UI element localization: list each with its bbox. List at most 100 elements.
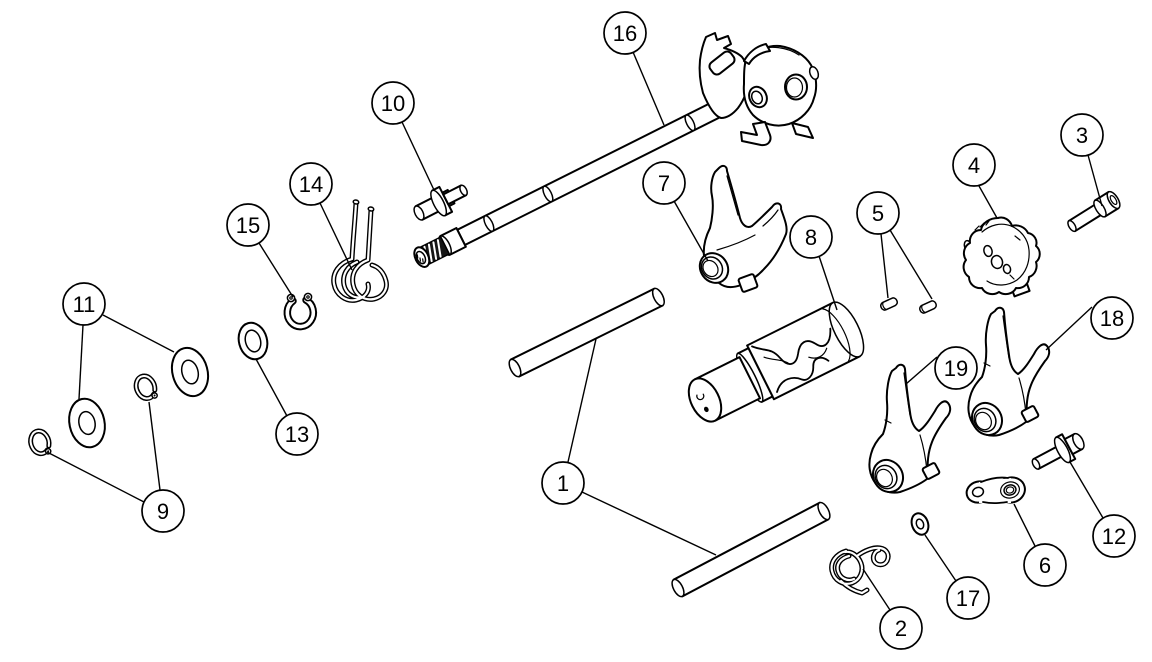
leader-line — [673, 200, 709, 262]
callout-number: 17 — [956, 586, 980, 611]
callout-6: 6 — [1013, 503, 1067, 587]
leader-line — [46, 451, 145, 503]
leader-line — [1069, 461, 1104, 519]
leader-line — [581, 491, 717, 556]
callout-number: 14 — [299, 172, 323, 197]
part-dowel-pins — [880, 297, 937, 314]
leader-line — [924, 534, 957, 582]
callout-number: 9 — [157, 499, 169, 524]
callout-circle — [789, 215, 833, 259]
leader-line — [818, 255, 838, 311]
callout-10: 10 — [371, 81, 435, 191]
callout-number: 16 — [613, 21, 637, 46]
part-stopper-spring — [829, 545, 891, 596]
callout-number: 19 — [944, 356, 968, 381]
part-guide-bar-upper — [508, 287, 665, 378]
callout-circle — [879, 606, 923, 650]
callout-14: 14 — [289, 162, 353, 271]
callout-circle — [289, 162, 333, 206]
callout-circle — [946, 576, 990, 620]
part-stopper-lever-pin — [1031, 432, 1085, 470]
leader-line — [905, 356, 938, 385]
callout-4: 4 — [952, 143, 998, 219]
leader-line — [319, 202, 353, 271]
callout-number: 10 — [381, 91, 405, 116]
callout-8: 8 — [789, 215, 838, 311]
callout-circle — [1090, 296, 1134, 340]
leader-line — [632, 51, 665, 126]
callout-circle — [541, 461, 585, 505]
part-return-spring — [331, 199, 389, 303]
leader-line — [889, 229, 933, 300]
leader-line — [258, 242, 294, 298]
callout-12: 12 — [1069, 461, 1136, 558]
callout-circle — [952, 143, 996, 187]
callout-15: 15 — [226, 203, 294, 298]
callout-number: 2 — [895, 616, 907, 641]
callout-circle — [1023, 543, 1067, 587]
callout-5: 5 — [856, 191, 933, 300]
part-small-washer — [910, 512, 930, 536]
callout-number: 6 — [1039, 553, 1051, 578]
callout-circle — [226, 203, 270, 247]
callout-number: 4 — [968, 153, 980, 178]
callout-number: 11 — [73, 292, 96, 317]
callout-19: 19 — [905, 346, 978, 390]
callout-circle — [934, 346, 978, 390]
callout-7: 7 — [642, 161, 709, 262]
callout-circle — [603, 11, 647, 55]
callout-circle — [642, 161, 686, 205]
leader-line — [978, 185, 998, 219]
callout-number: 12 — [1102, 524, 1126, 549]
leader-line — [102, 314, 175, 353]
callout-number: 5 — [872, 201, 884, 226]
part-socket-bolt — [1067, 190, 1121, 233]
callout-circle — [1060, 113, 1104, 157]
callout-18: 18 — [1045, 296, 1134, 351]
leader-line — [1013, 503, 1036, 547]
leader-line — [78, 324, 84, 400]
callout-2: 2 — [862, 568, 923, 650]
leader-line — [1087, 154, 1103, 207]
callout-circle — [275, 412, 319, 456]
part-thrust-washers — [68, 346, 210, 449]
callout-circle — [371, 81, 415, 125]
callout-16: 16 — [603, 11, 665, 126]
part-shift-cam-plate — [962, 216, 1041, 298]
callout-number: 13 — [285, 422, 309, 447]
leader-line — [255, 358, 288, 417]
callout-circle — [141, 489, 185, 533]
callout-3: 3 — [1060, 113, 1104, 207]
part-stopper-lever — [965, 476, 1026, 505]
callout-number: 1 — [557, 471, 569, 496]
parts-layer — [28, 32, 1121, 598]
leader-line — [1045, 306, 1093, 351]
callout-number: 7 — [658, 171, 670, 196]
leader-line — [862, 568, 891, 611]
callout-9: 9 — [46, 401, 185, 533]
callout-circle — [856, 191, 900, 235]
part-shift-shaft-pin — [413, 184, 468, 221]
part-washer — [237, 321, 269, 361]
callout-number: 15 — [236, 213, 260, 238]
callout-circle — [1092, 514, 1136, 558]
callout-1: 1 — [541, 338, 717, 556]
callout-13: 13 — [255, 358, 319, 456]
callout-circle — [62, 282, 106, 326]
part-gear-shift-shaft — [413, 32, 820, 268]
callout-number: 18 — [1100, 306, 1124, 331]
leader-line — [567, 338, 597, 463]
part-circlip — [283, 292, 318, 331]
leader-line — [880, 233, 889, 299]
leader-line — [148, 401, 161, 491]
callout-number: 3 — [1076, 123, 1088, 148]
part-left-shift-fork — [866, 363, 952, 499]
callout-17: 17 — [924, 534, 990, 620]
callout-11: 11 — [62, 282, 175, 400]
part-center-shift-fork — [698, 164, 788, 293]
part-e-clips — [28, 373, 158, 457]
part-shift-drum — [687, 301, 865, 423]
